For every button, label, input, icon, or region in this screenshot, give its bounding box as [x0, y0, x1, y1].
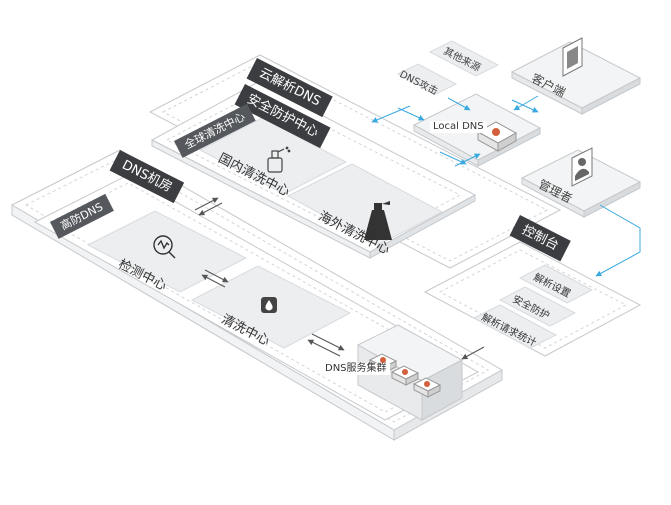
drop-icon [261, 297, 277, 313]
magnifier-icon [153, 235, 176, 259]
console-item-bg-1 [518, 264, 594, 304]
arrow-localdns-client [513, 95, 539, 111]
console-item-bg-2 [498, 286, 577, 327]
domestic-scrubbing-card [198, 117, 348, 195]
console-item-bg-3 [472, 304, 558, 349]
client-node [510, 41, 642, 115]
arrow-security-to-room [198, 202, 223, 216]
overseas-scrubbing-card [286, 163, 444, 246]
spray-bottle-icon [267, 146, 291, 173]
arrow-scrub-to-detect [201, 274, 226, 288]
arrow-cluster-to-scrub [307, 339, 341, 357]
detection-card [86, 210, 248, 293]
arrow-attack-to-cloud [371, 105, 411, 123]
arrow-detect-to-scrub [204, 269, 229, 283]
dns-server-2 [390, 365, 420, 386]
dns-attack-bar [396, 63, 458, 95]
arrow-client-localdns [511, 99, 539, 113]
arrow-down-1 [439, 151, 467, 165]
arrow-console-to-cluster [461, 346, 485, 360]
dns-server-3 [412, 377, 442, 398]
spray-can-icon [364, 201, 392, 240]
arrow-to-localdns [397, 107, 425, 121]
arrow-down-2 [454, 153, 481, 167]
arrow-room-to-security [194, 197, 219, 211]
arrow-to-localdns-2 [447, 97, 471, 111]
link-arrows [194, 197, 485, 360]
local-dns-server [476, 121, 518, 152]
client-icon [562, 37, 583, 77]
dns-cluster-label: DNS服务集群 [322, 363, 390, 375]
arrow-admin-console [595, 204, 641, 277]
admin-icon [571, 147, 593, 187]
local-dns-label: Local DNS [430, 121, 487, 133]
flow-arrows [371, 95, 641, 277]
arrow-scrub-to-cluster [311, 333, 345, 351]
other-source-bar [428, 40, 500, 77]
